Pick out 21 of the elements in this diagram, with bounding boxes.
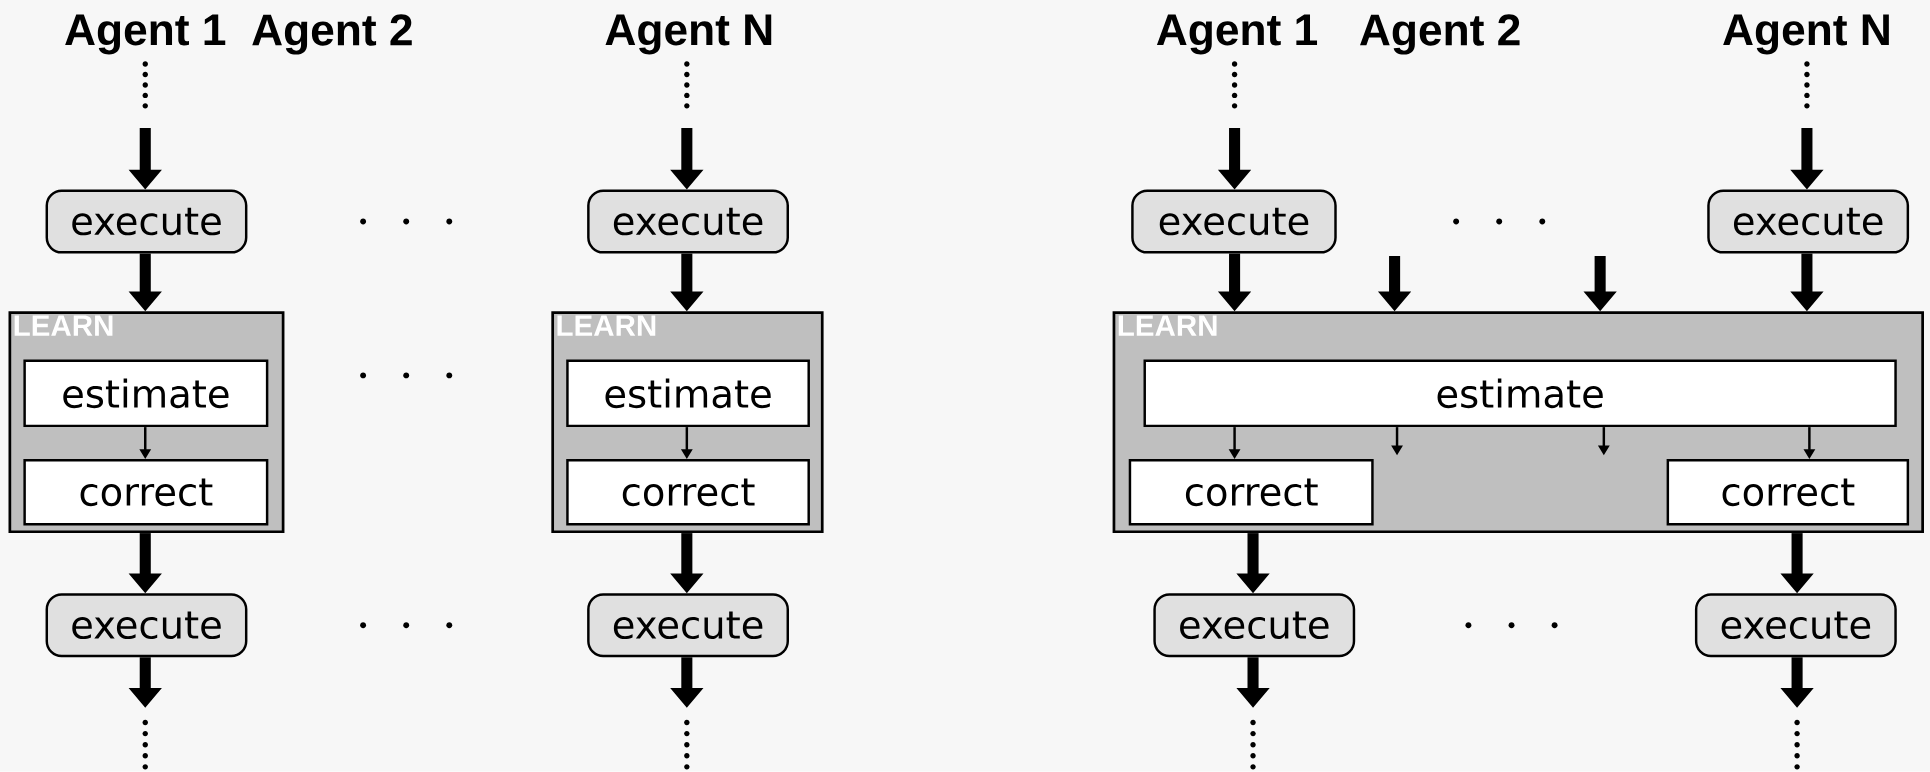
agent-label: Agent N: [605, 14, 772, 55]
process-box: estimate: [1143, 359, 1897, 428]
execute-box: execute: [1694, 593, 1897, 658]
execute-box: execute: [1131, 189, 1337, 254]
process-box: correct: [1666, 459, 1910, 526]
process-box: correct: [1128, 459, 1374, 526]
process-box: correct: [566, 459, 810, 526]
process-box: estimate: [23, 359, 269, 428]
execute-box: execute: [45, 593, 248, 658]
execute-box: execute: [1707, 189, 1910, 254]
execute-box: execute: [1153, 593, 1356, 658]
agent-label: Agent 1: [65, 14, 226, 55]
agent-label: Agent 2: [252, 14, 412, 55]
agent-label: Agent N: [1723, 14, 1889, 55]
execute-box: execute: [45, 189, 248, 254]
execute-box: execute: [587, 189, 789, 254]
execute-box: execute: [587, 593, 789, 658]
process-box: estimate: [566, 359, 810, 428]
process-box: correct: [23, 459, 269, 526]
agent-label: Agent 2: [1360, 14, 1520, 55]
agent-label: Agent 1: [1156, 14, 1318, 55]
